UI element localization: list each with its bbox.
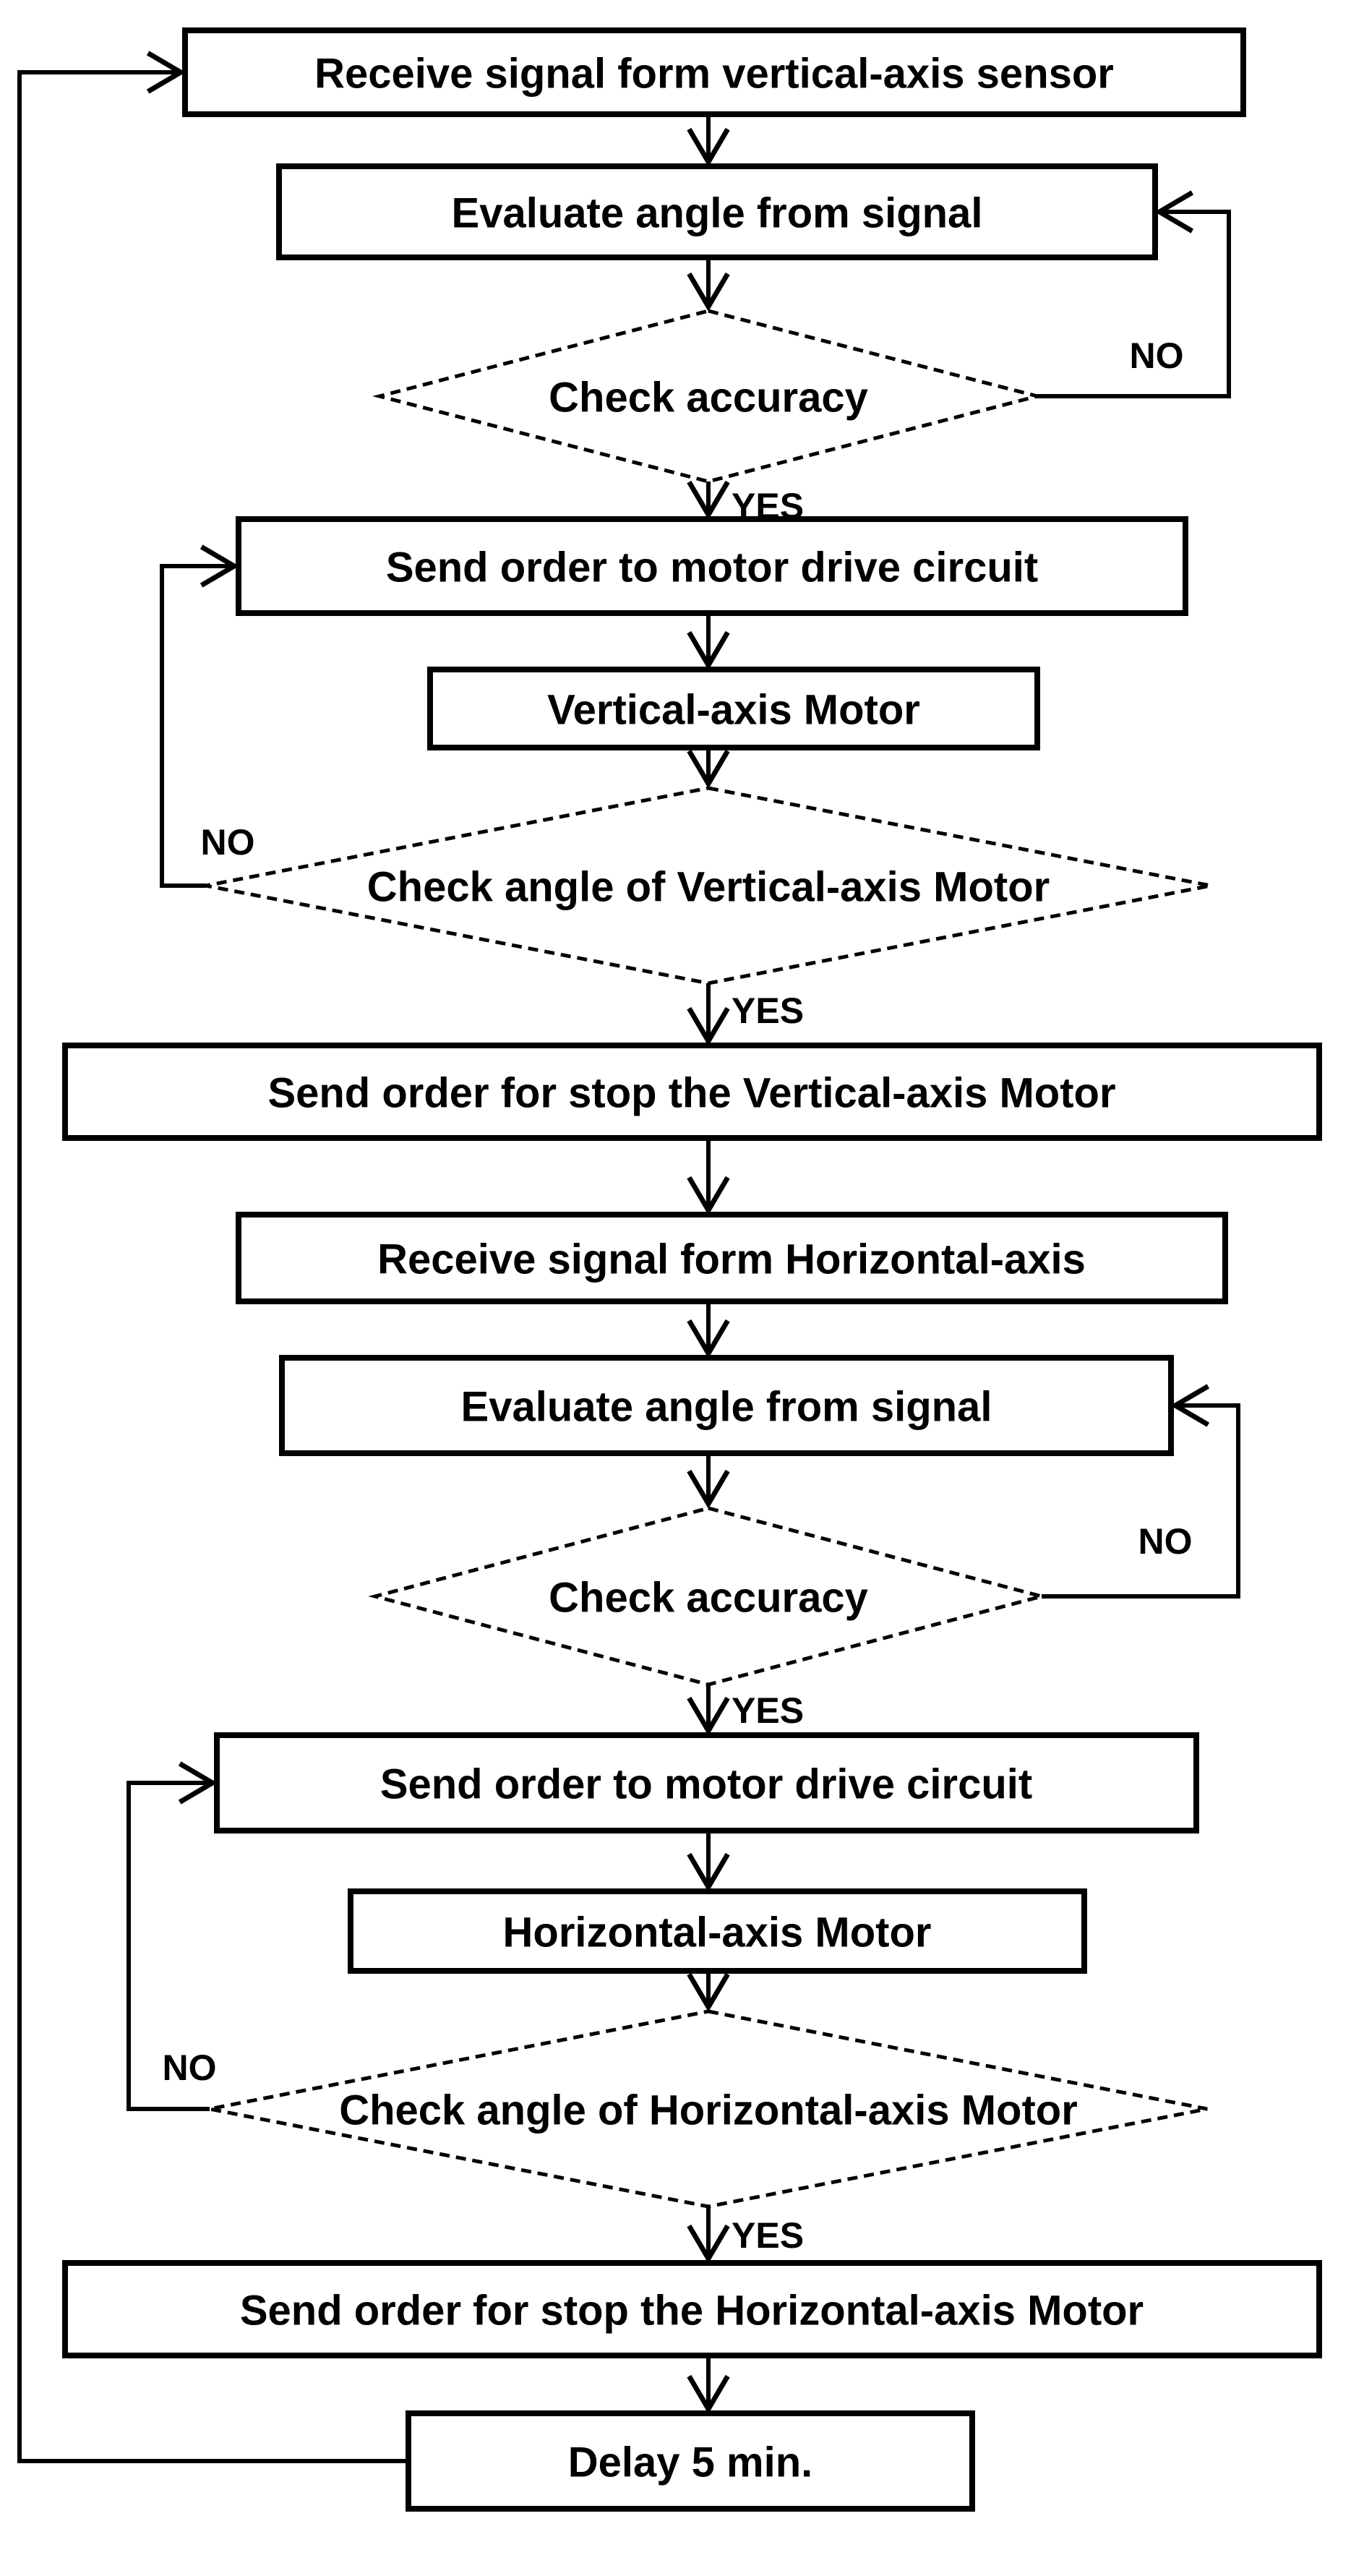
node-label: Delay 5 min. — [568, 2439, 812, 2486]
arrow-no-accuracy-vertical-loop — [1037, 190, 1231, 398]
node-label: Check angle of Vertical-axis Motor — [367, 864, 1050, 911]
node-vertical-axis-motor: Vertical-axis Motor — [427, 667, 1040, 750]
process-box — [182, 27, 1246, 117]
node-label: Receive signal form vertical-axis sensor — [314, 51, 1114, 98]
process-box — [276, 163, 1158, 260]
node-delay-5-min: Delay 5 min. — [406, 2410, 975, 2512]
label-no-angle-horizontal: NO — [163, 2047, 217, 2088]
node-horizontal-axis-motor: Horizontal-axis Motor — [348, 1888, 1087, 1974]
label-no-angle-vertical: NO — [201, 822, 255, 863]
node-send-stop-vertical-motor: Send order for stop the Vertical-axis Mo… — [62, 1043, 1322, 1141]
node-label: Check accuracy — [549, 1575, 868, 1622]
process-box — [62, 2260, 1322, 2358]
node-label: Send order to motor drive circuit — [386, 544, 1038, 591]
decision-diamond — [209, 2009, 1208, 2209]
decision-check-accuracy-horizontal: Check accuracy — [368, 1506, 1049, 1687]
decision-check-angle-horizontal: Check angle of Horizontal-axis Motor — [209, 2009, 1208, 2209]
node-label: Send order for stop the Vertical-axis Mo… — [267, 1070, 1115, 1117]
process-box — [427, 667, 1040, 750]
process-box — [279, 1355, 1174, 1456]
decision-diamond — [205, 786, 1211, 985]
node-label: Check accuracy — [549, 375, 868, 422]
label-yes-accuracy-vertical: YES — [732, 486, 804, 526]
label-yes-accuracy-horizontal: YES — [732, 1690, 804, 1731]
node-label: Evaluate angle from signal — [452, 190, 983, 237]
decision-diamond — [368, 1506, 1049, 1687]
node-label: Receive signal form Horizontal-axis — [377, 1236, 1086, 1283]
label-yes-angle-vertical: YES — [732, 990, 804, 1031]
node-label: Send order for stop the Horizontal-axis … — [240, 2288, 1144, 2335]
process-box — [348, 1888, 1087, 1974]
node-send-order-motor-drive-horizontal: Send order to motor drive circuit — [214, 1732, 1199, 1833]
node-label: Horizontal-axis Motor — [503, 1909, 932, 1956]
node-receive-vertical-sensor: Receive signal form vertical-axis sensor — [182, 27, 1246, 117]
label-yes-angle-horizontal: YES — [732, 2215, 804, 2256]
node-receive-horizontal-axis: Receive signal form Horizontal-axis — [236, 1212, 1228, 1304]
process-box — [236, 516, 1188, 616]
node-evaluate-angle-horizontal: Evaluate angle from signal — [279, 1355, 1174, 1456]
node-label: Send order to motor drive circuit — [380, 1761, 1032, 1808]
arrow-no-angle-vertical-loop — [160, 544, 239, 888]
process-box — [406, 2410, 975, 2512]
decision-diamond — [372, 309, 1045, 484]
process-box — [62, 1043, 1322, 1141]
arrow-delay-restart-loop — [17, 51, 408, 2463]
node-send-stop-horizontal-motor: Send order for stop the Horizontal-axis … — [62, 2260, 1322, 2358]
node-label: Evaluate angle from signal — [461, 1384, 992, 1431]
node-label: Vertical-axis Motor — [547, 687, 920, 734]
arrow-no-accuracy-horizontal-loop — [1042, 1384, 1240, 1599]
label-no-accuracy-vertical: NO — [1130, 335, 1184, 376]
arrow-no-angle-horizontal-loop — [126, 1761, 218, 2111]
decision-check-accuracy-vertical: Check accuracy — [372, 309, 1045, 484]
node-send-order-motor-drive-vertical: Send order to motor drive circuit — [236, 516, 1188, 616]
process-box — [214, 1732, 1199, 1833]
process-box — [236, 1212, 1228, 1304]
node-evaluate-angle-vertical: Evaluate angle from signal — [276, 163, 1158, 260]
decision-check-angle-vertical: Check angle of Vertical-axis Motor — [205, 786, 1211, 985]
node-label: Check angle of Horizontal-axis Motor — [339, 2087, 1078, 2134]
label-no-accuracy-horizontal: NO — [1138, 1521, 1193, 1562]
